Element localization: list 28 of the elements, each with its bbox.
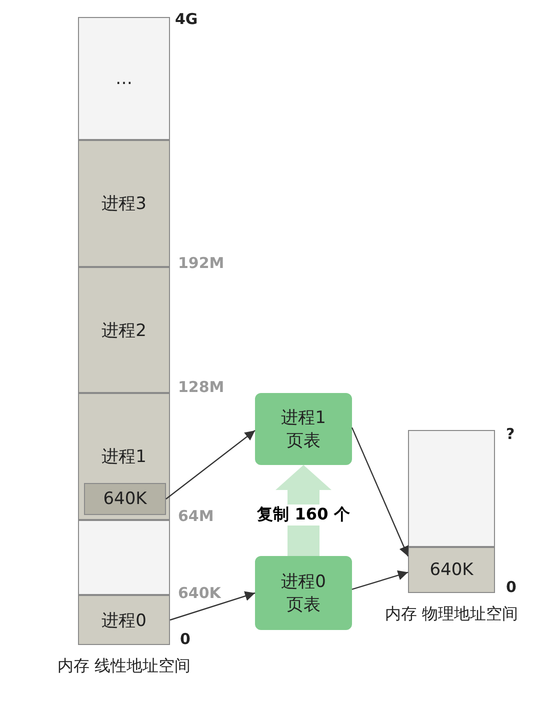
page-table-box: 进程1 页表 — [255, 393, 352, 465]
memory-band: 进程2 — [78, 267, 170, 393]
page-table-box: 进程0 页表 — [255, 556, 352, 630]
memory-band — [78, 520, 170, 595]
memory-band — [408, 430, 495, 547]
address-label: 128M — [178, 378, 224, 396]
address-label: 640K — [178, 584, 221, 602]
memory-caption: 内存 物理地址空间 — [384, 603, 520, 625]
memory-caption: 内存 线性地址空间 — [56, 655, 192, 677]
address-label: 0 — [180, 630, 190, 648]
edge-label: 复制 160 个 — [254, 504, 353, 526]
arrow — [351, 427, 409, 556]
memory-band — [78, 393, 170, 520]
address-label: 192M — [178, 254, 224, 272]
block-arrow — [276, 465, 332, 556]
arrow — [166, 430, 256, 500]
memory-band: … — [78, 17, 170, 140]
address-label: 4G — [175, 10, 198, 28]
memory-band: 进程0 — [78, 595, 170, 645]
arrow — [170, 591, 256, 621]
address-label: 0 — [506, 578, 516, 596]
memory-block: 640K — [84, 483, 166, 515]
address-label: ? — [506, 425, 515, 443]
address-label: 64M — [178, 507, 214, 525]
memory-band: 进程3 — [78, 140, 170, 267]
arrow — [352, 570, 408, 590]
band-label: 进程1 — [102, 446, 146, 468]
memory-band: 640K — [408, 547, 495, 593]
